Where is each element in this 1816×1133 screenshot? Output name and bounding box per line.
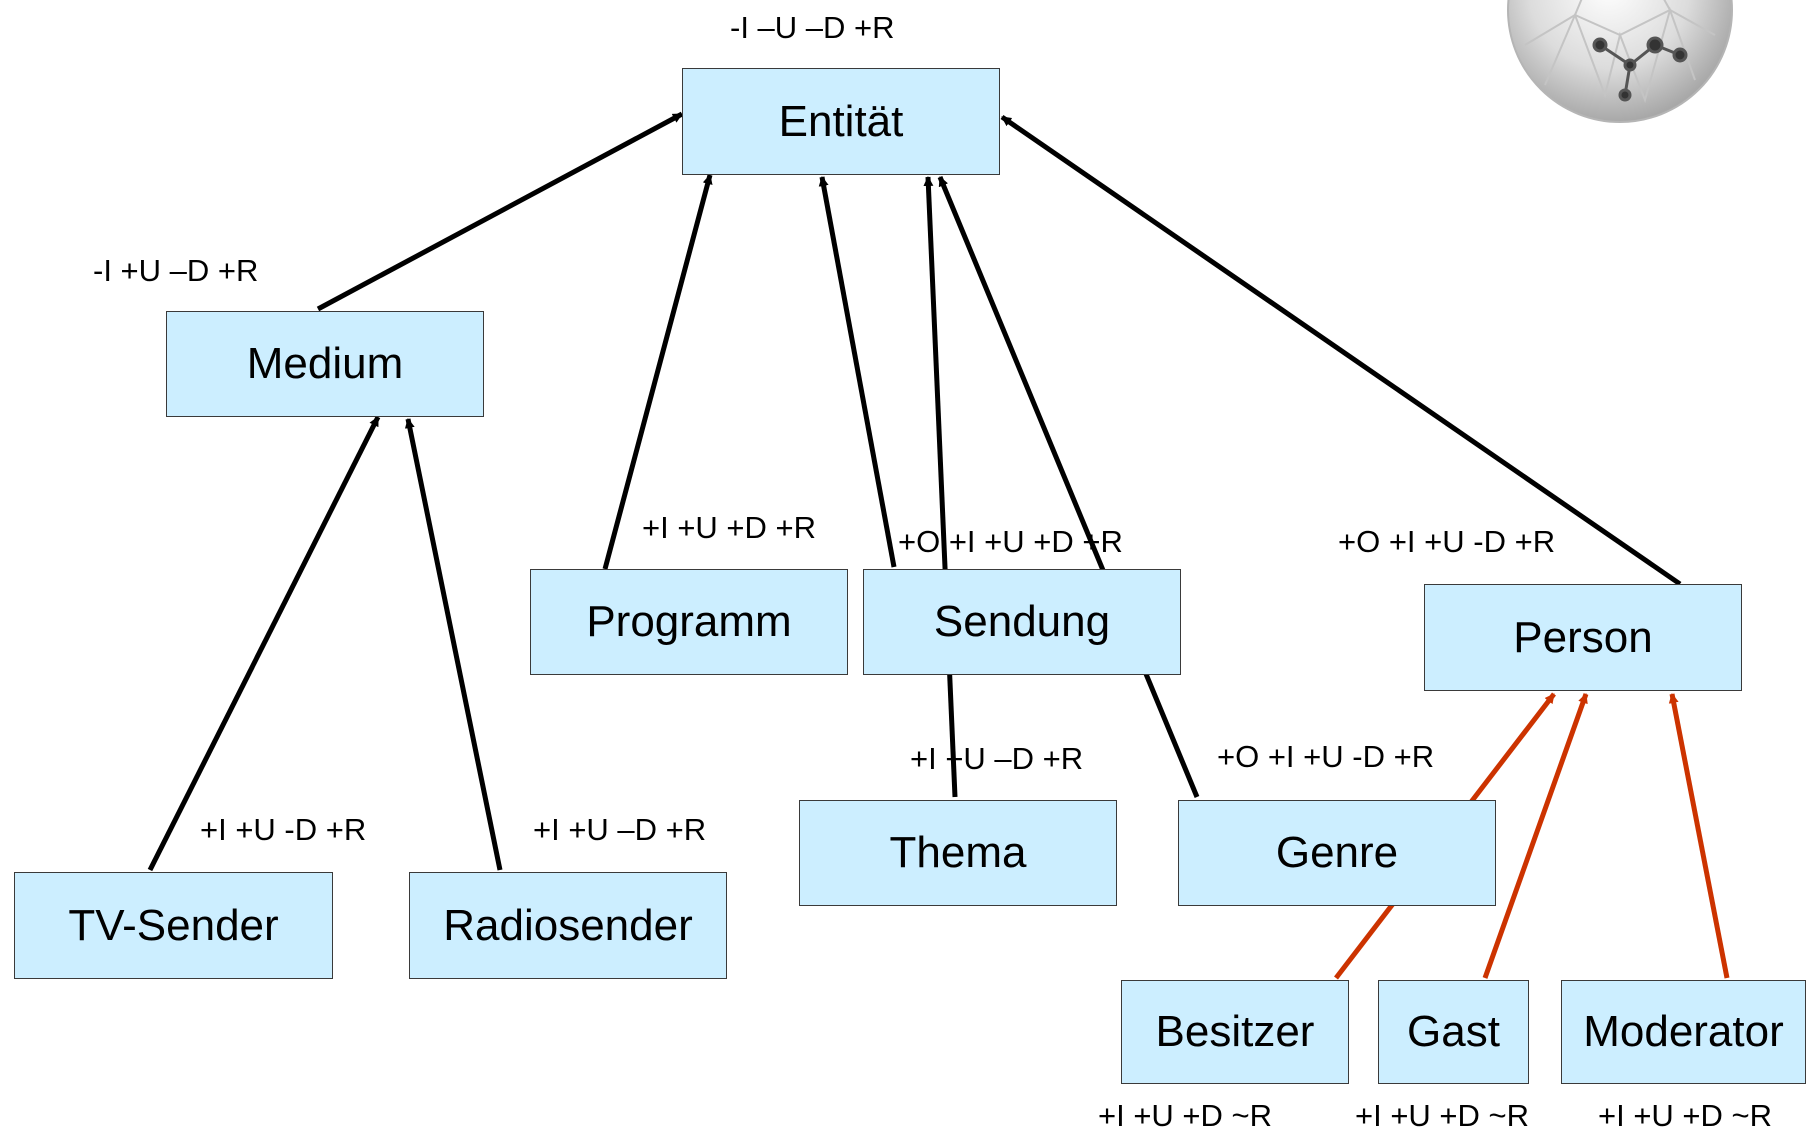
node-programm-label: Programm <box>586 597 792 646</box>
node-sendung[interactable]: Sendung <box>863 569 1181 675</box>
node-tv-sender-label: TV-Sender <box>68 900 279 950</box>
node-moderator[interactable]: Moderator <box>1561 980 1806 1084</box>
node-moderator-label: Moderator <box>1583 1007 1784 1056</box>
edge-radiosender-to-medium <box>404 418 503 871</box>
flags-gast: +I +U +D ~R <box>1355 1098 1530 1133</box>
flags-thema: +I +U –D +R <box>910 741 1084 776</box>
edge-programm-to-entitaet <box>602 174 713 570</box>
flags-genre: +O +I +U -D +R <box>1217 739 1435 774</box>
crystal-sphere-logo-icon <box>1507 0 1733 123</box>
node-radiosender[interactable]: Radiosender <box>409 872 727 979</box>
node-radiosender-label: Radiosender <box>443 900 693 950</box>
edge-sendung-to-entitaet <box>818 176 897 568</box>
node-medium-label: Medium <box>246 339 404 388</box>
edge-thema-to-entitaet <box>923 176 958 798</box>
flags-radiosender: +I +U –D +R <box>533 812 707 847</box>
node-entitaet-label: Entität <box>778 96 904 146</box>
node-thema[interactable]: Thema <box>799 800 1117 906</box>
node-thema-label: Thema <box>889 828 1027 877</box>
edge-tvsender-to-medium <box>147 415 381 872</box>
edge-genre-to-entitaet <box>937 176 1200 798</box>
node-gast[interactable]: Gast <box>1378 980 1529 1084</box>
node-person[interactable]: Person <box>1424 584 1742 691</box>
node-tv-sender[interactable]: TV-Sender <box>14 872 333 979</box>
node-entitaet[interactable]: Entität <box>682 68 1000 175</box>
edge-moderator-to-person <box>1668 693 1730 979</box>
edge-medium-to-entitaet <box>316 111 684 312</box>
flags-moderator: +I +U +D ~R <box>1598 1098 1773 1133</box>
flags-sendung: +O +I +U +D +R <box>898 524 1123 559</box>
flags-programm: +I +U +D +R <box>642 510 817 545</box>
flags-entitaet: -I –U –D +R <box>730 10 895 45</box>
node-person-label: Person <box>1513 612 1653 662</box>
flags-person: +O +I +U -D +R <box>1338 524 1556 559</box>
node-besitzer[interactable]: Besitzer <box>1121 980 1349 1084</box>
flags-besitzer: +I +U +D ~R <box>1098 1098 1273 1133</box>
edge-person-to-entitaet <box>1000 114 1682 587</box>
node-programm[interactable]: Programm <box>530 569 848 675</box>
node-gast-label: Gast <box>1407 1007 1500 1056</box>
node-genre[interactable]: Genre <box>1178 800 1496 906</box>
node-medium[interactable]: Medium <box>166 311 484 417</box>
edge-gast-to-person <box>1482 693 1589 979</box>
node-besitzer-label: Besitzer <box>1155 1007 1315 1056</box>
flags-tv-sender: +I +U -D +R <box>200 812 367 847</box>
flags-medium: -I +U –D +R <box>93 253 259 288</box>
node-sendung-label: Sendung <box>933 597 1111 646</box>
node-genre-label: Genre <box>1275 828 1399 877</box>
